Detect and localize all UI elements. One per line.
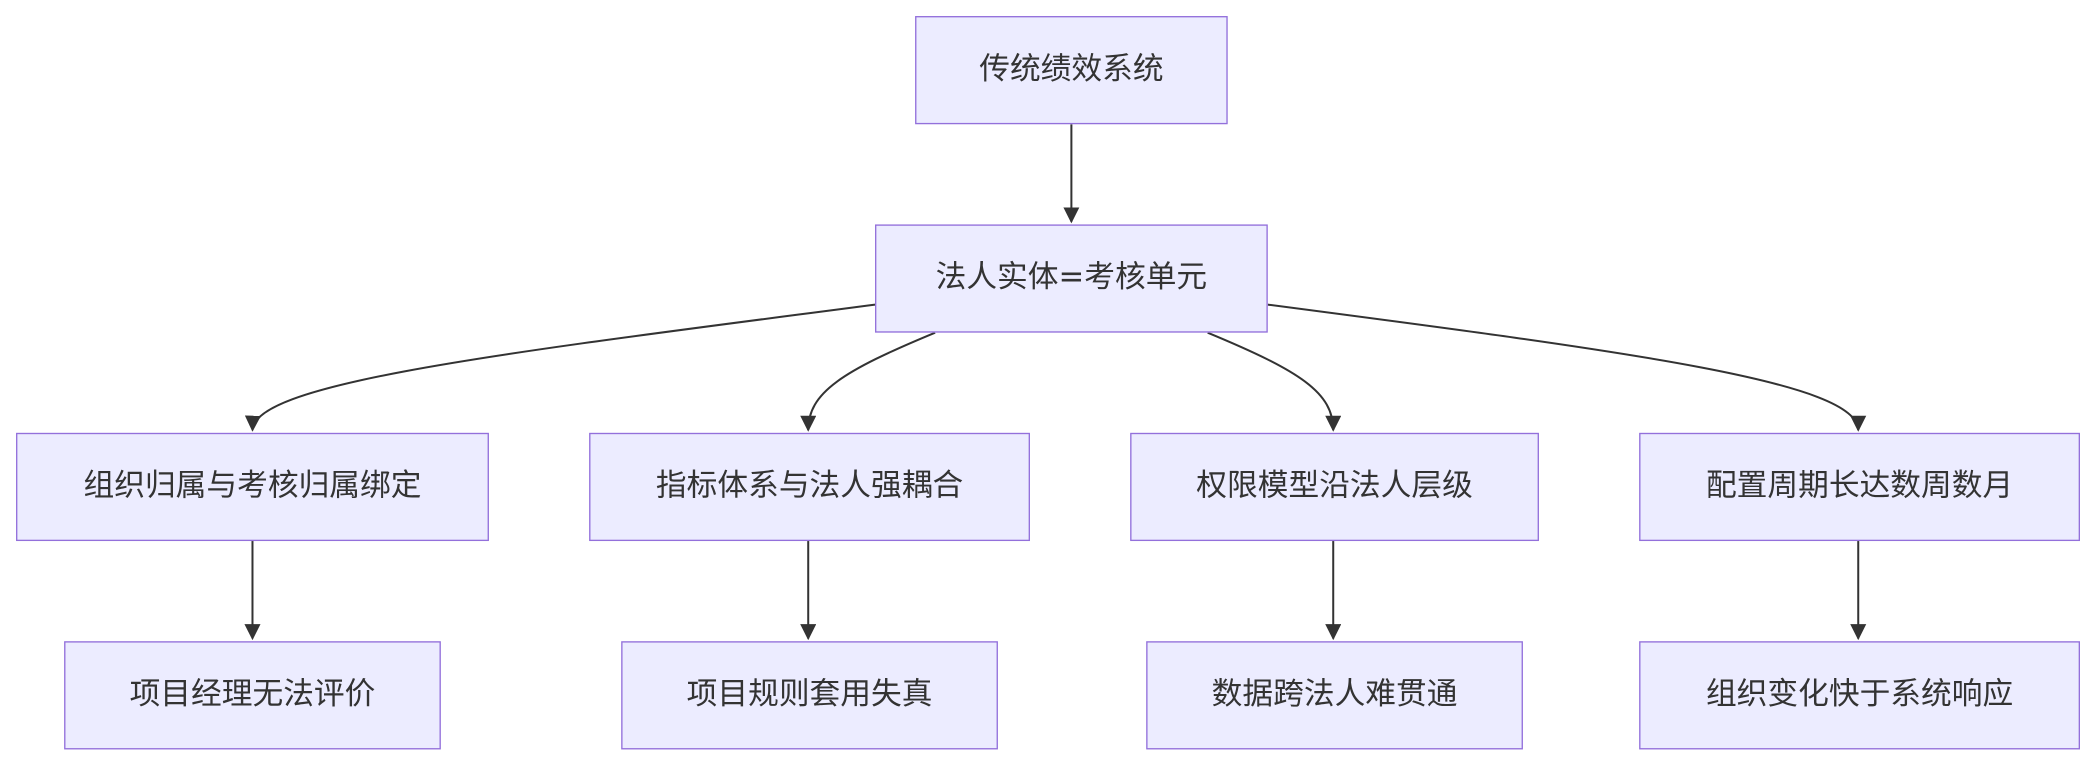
node-label: 项目经理无法评价 <box>129 676 376 712</box>
node-label: 组织归属与考核归属绑定 <box>83 468 422 504</box>
node-permission-model: 权限模型沿法人层级 <box>1130 432 1539 542</box>
edge-mid-c4 <box>1267 303 1867 432</box>
node-label: 组织变化快于系统响应 <box>1705 676 2014 712</box>
node-label: 传统绩效系统 <box>979 51 1164 87</box>
node-pm-cannot-evaluate: 项目经理无法评价 <box>64 641 441 750</box>
node-label: 数据跨法人难贯通 <box>1211 676 1458 712</box>
edge-mid-c3 <box>1207 331 1342 432</box>
node-org-binding: 组织归属与考核归属绑定 <box>16 432 489 542</box>
node-slow-response: 组织变化快于系统响应 <box>1639 641 2080 750</box>
node-label: 配置周期长达数周数月 <box>1705 468 2014 504</box>
edge-mid-c1 <box>244 303 876 432</box>
node-rule-distortion: 项目规则套用失真 <box>621 641 998 750</box>
node-label: 指标体系与法人强耦合 <box>655 468 964 504</box>
edge-mid-c2 <box>800 331 936 432</box>
node-data-silo: 数据跨法人难贯通 <box>1146 641 1523 750</box>
node-metric-coupling: 指标体系与法人强耦合 <box>589 432 1030 542</box>
node-label: 权限模型沿法人层级 <box>1196 468 1473 504</box>
node-traditional-performance-system: 传统绩效系统 <box>915 16 1228 125</box>
node-legal-entity-evaluation-unit: 法人实体=考核单元 <box>875 224 1268 333</box>
node-label: 法人实体=考核单元 <box>935 260 1208 295</box>
node-label: 项目规则套用失真 <box>686 676 933 712</box>
node-config-cycle: 配置周期长达数周数月 <box>1639 432 2080 542</box>
